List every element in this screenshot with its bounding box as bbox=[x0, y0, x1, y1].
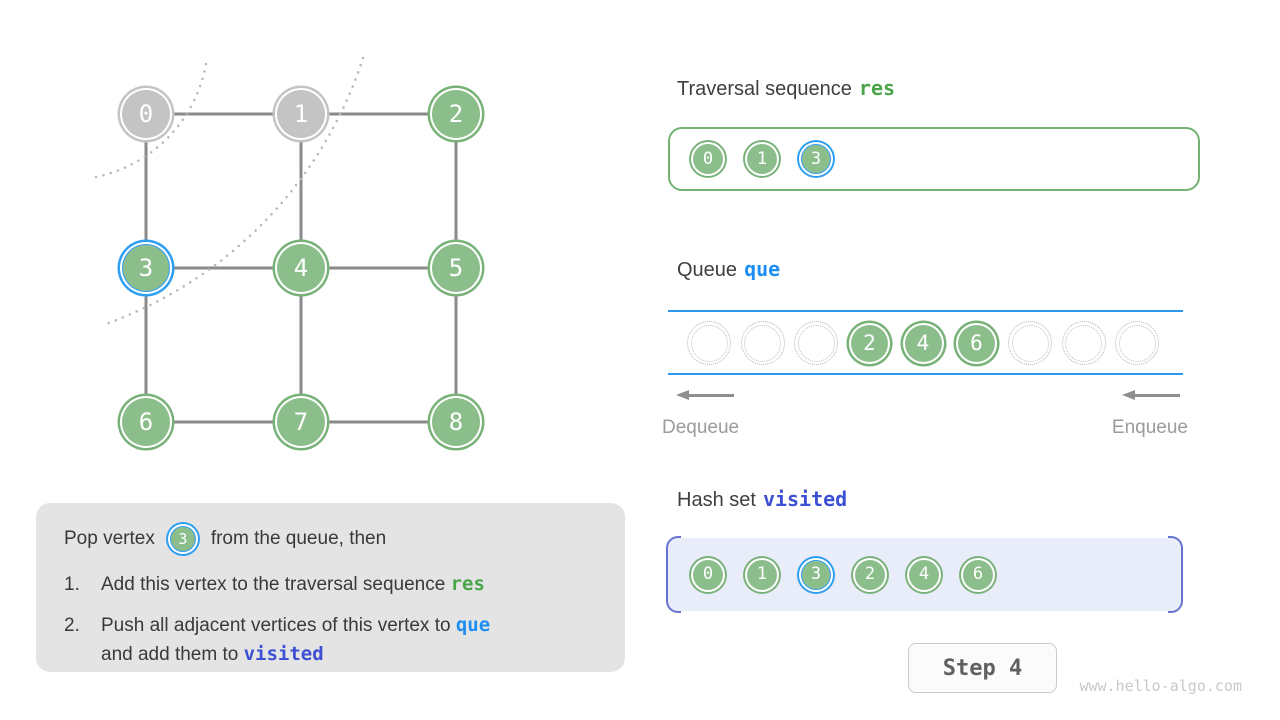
traversal-sequence-title: Traversal sequence res bbox=[677, 76, 895, 101]
hash-set-title: Hash set visited bbox=[677, 487, 847, 512]
que-code-label: que bbox=[744, 257, 781, 281]
sequence-item-circle: 0 bbox=[693, 144, 723, 174]
hash-set-item-circle: 6 bbox=[963, 559, 993, 590]
sequence-item: 3 bbox=[797, 140, 835, 178]
step-description-list: 1. Add this vertex to the traversal seque… bbox=[64, 570, 597, 669]
traversal-sequence-title-text: Traversal sequence bbox=[677, 78, 852, 100]
queue-title: Queue que bbox=[677, 257, 780, 282]
step-description-text: Pop vertex 3 from the queue, then bbox=[64, 520, 597, 558]
step-description-box: Pop vertex 3 from the queue, then 1. Add th… bbox=[36, 503, 625, 672]
queue-empty-circle bbox=[1061, 321, 1106, 365]
graph-vertex-7: 7 bbox=[277, 398, 325, 446]
graph-vertex-1: 1 bbox=[277, 90, 325, 138]
hash-set-item: 0 bbox=[689, 556, 727, 594]
queue-slot-empty bbox=[740, 320, 786, 366]
popped-vertex-circle: 3 bbox=[166, 522, 200, 556]
queue-empty-circle bbox=[1008, 321, 1052, 365]
hash-set-item: 2 bbox=[851, 556, 889, 594]
hash-set-item-circle: 3 bbox=[801, 559, 831, 590]
queue-slot: 2 bbox=[847, 320, 893, 366]
graph-vertex-5: 5 bbox=[432, 244, 480, 292]
queue-slot-empty bbox=[1114, 320, 1160, 366]
hash-set-item-circle: 0 bbox=[693, 559, 723, 590]
queue-item-circle: 4 bbox=[904, 324, 942, 362]
hash-set-item-circle: 4 bbox=[909, 559, 939, 590]
graph-vertices-layer: 0 1 2 3 4 5 6 7 8 bbox=[0, 0, 560, 480]
hash-set-bracket-right bbox=[1168, 536, 1183, 613]
hash-set-item-circle: 2 bbox=[855, 559, 885, 590]
queue-slot: 6 bbox=[954, 320, 1000, 366]
hash-set-item: 1 bbox=[743, 556, 781, 594]
step-indicator-button[interactable]: Step 4 bbox=[908, 643, 1057, 693]
res-code-label: res bbox=[858, 76, 896, 100]
queue-top-line bbox=[668, 310, 1183, 312]
sequence-item: 1 bbox=[743, 140, 781, 178]
hash-set-title-text: Hash set bbox=[677, 489, 756, 511]
sequence-item-circle: 3 bbox=[801, 144, 831, 174]
list-item-text: Push all adjacent vertices of this verte… bbox=[101, 614, 491, 665]
visited-code-label: visited bbox=[243, 643, 324, 665]
queue-item-circle: 2 bbox=[851, 324, 888, 362]
queue-item-circle: 6 bbox=[958, 324, 995, 362]
queue-bottom-line bbox=[668, 373, 1183, 375]
graph-edges-layer bbox=[94, 56, 458, 424]
bfs-wavefront-arc bbox=[94, 62, 208, 179]
queue-slot-empty bbox=[793, 320, 839, 366]
hash-set-item-circle: 1 bbox=[747, 559, 777, 590]
queue-slot-empty bbox=[1061, 320, 1107, 366]
graph-vertex-6: 6 bbox=[122, 398, 170, 446]
dequeue-arrow-icon bbox=[676, 390, 734, 400]
queue-empty-circle bbox=[740, 321, 785, 365]
list-item-number: 2. bbox=[64, 615, 80, 636]
que-code-label: que bbox=[455, 614, 491, 636]
graph-vertex-4: 4 bbox=[277, 244, 325, 292]
list-item-number: 1. bbox=[64, 574, 80, 595]
step-description-item: 2. Push all adjacent vertices of this ver… bbox=[64, 611, 597, 669]
sequence-item: 0 bbox=[689, 140, 727, 178]
queue-slot-empty bbox=[686, 320, 732, 366]
bfs-wavefront-arc bbox=[101, 56, 365, 327]
popped-vertex-circle-inner: 3 bbox=[169, 526, 196, 552]
queue-slot: 4 bbox=[900, 320, 946, 366]
enqueue-label: Enqueue bbox=[1111, 417, 1188, 438]
graph-vertex-8: 8 bbox=[432, 398, 480, 446]
graph-vertex-2: 2 bbox=[432, 90, 480, 138]
hash-set-item: 4 bbox=[905, 556, 943, 594]
enqueue-arrow-icon bbox=[1122, 390, 1180, 400]
queue-empty-circle bbox=[1115, 321, 1159, 365]
res-code-label: res bbox=[450, 573, 485, 595]
description-intro-text: Pop vertex bbox=[64, 528, 155, 549]
hash-set-bracket-left bbox=[666, 536, 681, 613]
hash-set-item: 3 bbox=[797, 556, 835, 594]
visited-code-label: visited bbox=[762, 487, 848, 511]
sequence-item-circle: 1 bbox=[747, 144, 777, 174]
queue-empty-circle bbox=[687, 321, 731, 365]
dequeue-label: Dequeue bbox=[662, 417, 740, 438]
queue-empty-circle bbox=[794, 321, 838, 365]
hash-set-item: 6 bbox=[959, 556, 997, 594]
graph-vertex-3: 3 bbox=[122, 244, 170, 292]
queue-title-text: Queue bbox=[677, 259, 738, 281]
list-item-text: Add this vertex to the traversal sequenc… bbox=[101, 573, 485, 595]
graph-vertex-0: 0 bbox=[122, 90, 170, 138]
watermark: www.hello-algo.com bbox=[1079, 677, 1242, 695]
step-description-item: 1. Add this vertex to the traversal seque… bbox=[64, 570, 597, 599]
queue-slot-empty bbox=[1007, 320, 1053, 366]
description-intro-text: from the queue, then bbox=[210, 528, 387, 549]
